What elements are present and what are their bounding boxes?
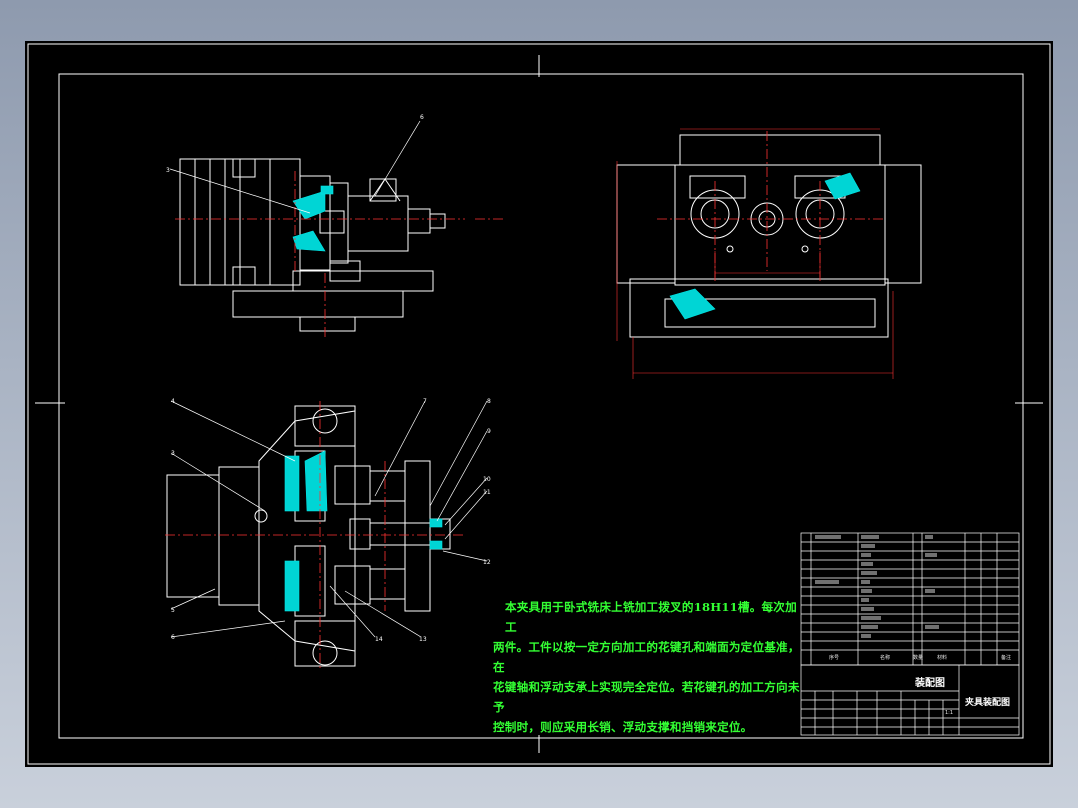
top-right-centerlines (657, 131, 885, 281)
bom-rows (801, 541, 1019, 651)
leader-label: 9 (487, 428, 491, 435)
bottom-left-leaders (170, 400, 488, 638)
top-left-leaders (169, 120, 421, 214)
inner-frame (58, 73, 1024, 739)
leader-label: 3 (171, 450, 175, 457)
leader-label: 6 (420, 114, 424, 121)
drawing-sheet: 3 6 (25, 41, 1053, 767)
bottom-left-view (166, 405, 451, 667)
title-block-part-name: 装配图 (915, 678, 945, 689)
top-right-view (616, 134, 922, 338)
leader-label: 13 (419, 636, 427, 643)
leader-label: 3 (166, 167, 170, 174)
title-block-scale: 1:1 (945, 710, 954, 716)
note-line: 本夹具用于卧式铣床上铣加工拨叉的18H11槽。每次加工 (505, 600, 797, 634)
title-block-drawing-title: 夹具装配图 (965, 698, 1011, 708)
leader-label: 7 (423, 398, 427, 405)
bom-header-material: 材料 (937, 655, 948, 661)
bom-header-remark: 备注 (1001, 655, 1012, 661)
bottom-left-section (284, 450, 443, 612)
technical-requirements-note: 本夹具用于卧式铣床上铣加工拨叉的18H11槽。每次加工 两件。工件以按一定方向加… (493, 597, 808, 737)
center-marks (35, 55, 1043, 753)
leader-label: 5 (171, 607, 175, 614)
leader-label: 6 (171, 634, 175, 641)
top-right-section (669, 172, 861, 320)
bom-table (800, 532, 1020, 736)
cad-drawing: 3 6 (27, 43, 1051, 765)
top-left-view (179, 158, 446, 332)
top-left-section (292, 185, 334, 252)
bom-header-seq: 序号 (829, 655, 840, 661)
bottom-left-centerlines (165, 401, 465, 671)
top-right-dimensions (616, 128, 894, 379)
note-line: 花键轴和浮动支承上实现完全定位。若花键孔的加工方向未予 (493, 680, 800, 714)
note-line: 两件。工件以按一定方向加工的花键孔和端面为定位基准，在 (493, 640, 800, 674)
note-line: 控制时，则应采用长销、浮动支撑和挡销来定位。 (493, 720, 753, 734)
leader-label: 14 (375, 636, 383, 643)
leader-label: 12 (483, 559, 491, 566)
leader-label: 11 (483, 489, 491, 496)
bom-header-name: 名称 (880, 655, 891, 661)
leader-label: 8 (487, 398, 491, 405)
bom-accent-cells (815, 535, 939, 638)
leader-label: 10 (483, 476, 491, 483)
outer-frame (27, 43, 1051, 765)
top-left-centerlines (175, 171, 505, 337)
leader-label: 4 (171, 398, 175, 405)
bom-header-qty: 数量 (913, 655, 924, 661)
